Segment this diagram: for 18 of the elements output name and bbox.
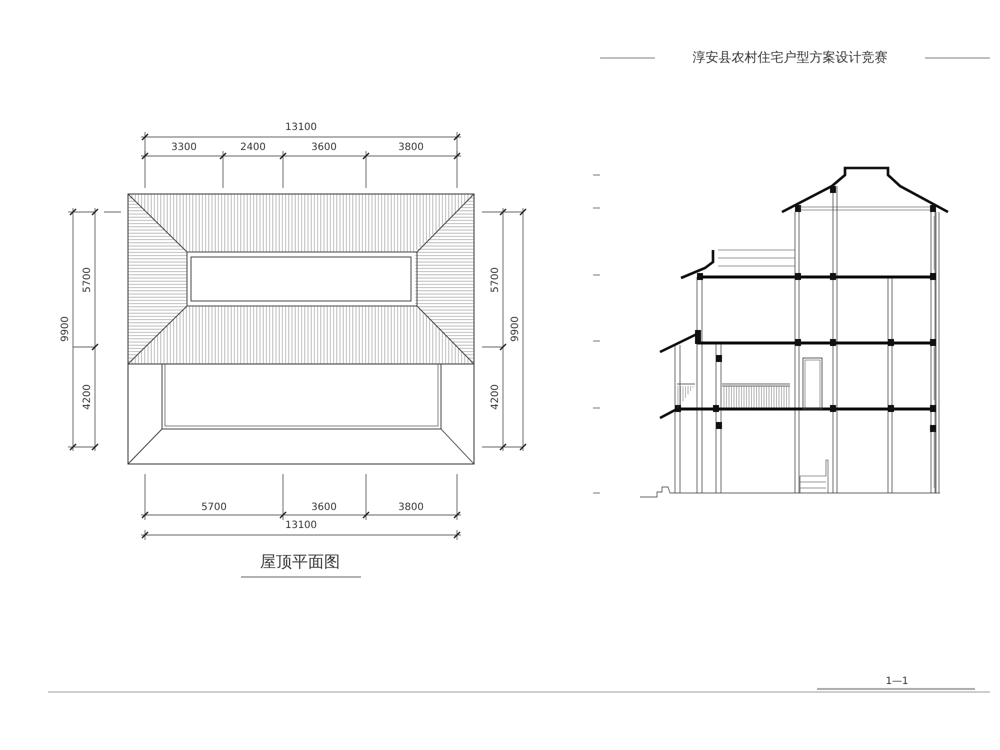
dimension-text: 5700	[201, 503, 227, 513]
view-title: 1—1	[886, 677, 908, 687]
dimension-text: 3800	[398, 143, 424, 153]
dimension-text: 3600	[311, 143, 337, 153]
dimension-text: 5700	[491, 267, 501, 293]
drawing-title: 淳安县农村住宅户型方案设计竞赛	[692, 52, 888, 64]
dimension-text: 2400	[240, 143, 266, 153]
dimension-text: 13100	[285, 521, 317, 531]
dimension-text: 9900	[511, 316, 521, 342]
view-title: 屋顶平面图	[260, 554, 340, 570]
dimension-text: 3300	[171, 143, 197, 153]
dimension-text: 9900	[61, 316, 71, 342]
dimension-text: 3600	[311, 503, 337, 513]
dimension-text: 13100	[285, 123, 317, 133]
dimension-text: 5700	[83, 267, 93, 293]
dimension-text: 4200	[83, 384, 93, 410]
dimension-text: 3800	[398, 503, 424, 513]
dimension-text: 4200	[491, 384, 501, 410]
